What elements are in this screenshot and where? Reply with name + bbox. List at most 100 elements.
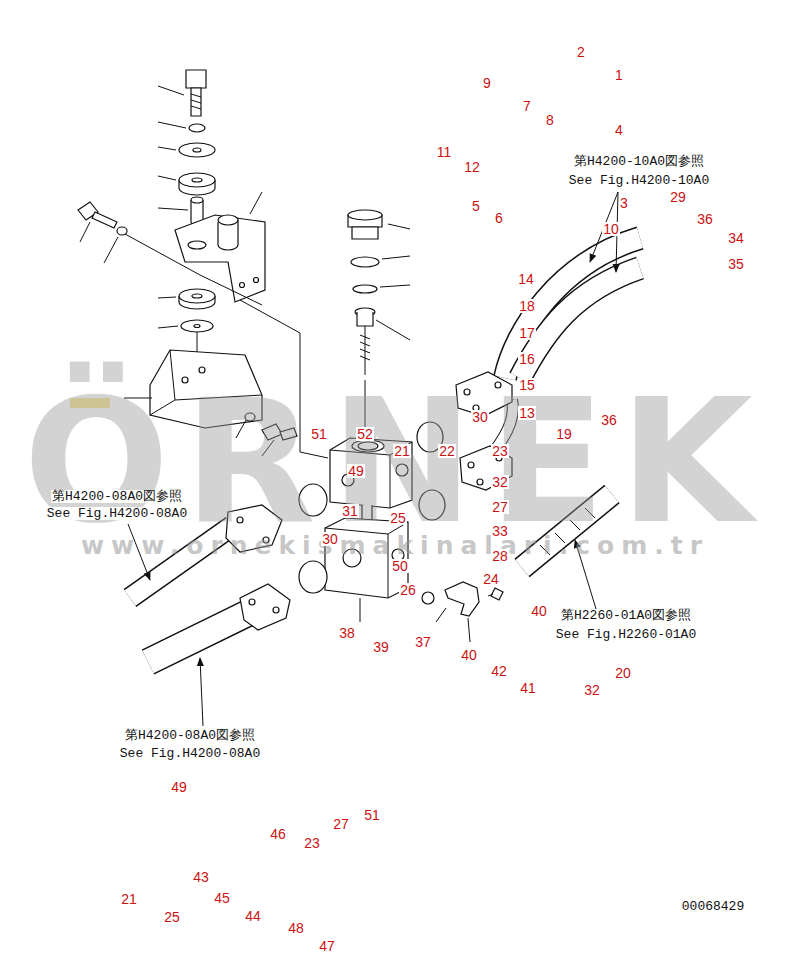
callout-number: 52 [356, 427, 374, 441]
callout-number: 13 [518, 406, 536, 420]
drawing-part [193, 148, 201, 152]
callout-number: 11 [436, 145, 453, 159]
drawing-part [191, 94, 201, 109]
drawing-part [249, 599, 255, 605]
callout-number: 27 [491, 500, 509, 514]
reference-note: 第H4200-08A0図参照 [124, 729, 256, 742]
callout-number: 40 [530, 604, 548, 618]
drawing-part [189, 124, 205, 132]
callout-number: 50 [391, 559, 409, 573]
drawing-part [191, 197, 203, 203]
drawing-part [520, 268, 640, 378]
callout-number: 22 [438, 444, 456, 458]
drawing-part [179, 143, 215, 157]
callout-number: 6 [494, 211, 504, 225]
callout-number: 33 [491, 524, 509, 538]
callout-number: 43 [192, 870, 210, 884]
callout-number: 19 [555, 427, 573, 441]
reference-note: 第H4200-08A0図参照 [51, 490, 183, 503]
callout-number: 2 [576, 45, 586, 59]
callout-number: 29 [669, 190, 687, 204]
drawing-part [254, 278, 259, 283]
drawing-part [199, 367, 205, 373]
callout-number: 21 [120, 892, 138, 906]
callout-number: 23 [491, 444, 509, 458]
drawing-part [175, 215, 265, 302]
drawing-part [125, 234, 262, 305]
drawing-part [348, 210, 382, 220]
callout-number: 10 [602, 222, 620, 236]
callout-number: 21 [393, 444, 411, 458]
callout-number: 32 [583, 683, 601, 697]
drawing-part [186, 70, 206, 88]
drawing-part [179, 289, 215, 303]
callout-number: 45 [213, 891, 231, 905]
callout-number: 16 [518, 352, 536, 366]
drawing-part [240, 584, 290, 630]
drawing-part [273, 607, 279, 613]
callout-number: 23 [303, 836, 321, 850]
callout-number: 38 [338, 626, 356, 640]
callout-number: 24 [482, 572, 500, 586]
drawing-part [192, 294, 202, 298]
callout-number: 31 [341, 504, 359, 518]
drawing-part [181, 320, 213, 332]
drawing-part [360, 326, 370, 375]
callout-number: 7 [522, 99, 532, 113]
callout-number: 1 [614, 68, 624, 82]
drawing-part [299, 561, 327, 593]
callout-number: 17 [518, 326, 536, 340]
callout-number: 35 [727, 257, 745, 271]
callout-number: 49 [170, 780, 188, 794]
drawing-part [352, 227, 378, 239]
callout-number: 30 [321, 532, 339, 546]
callout-number: 26 [399, 583, 417, 597]
callout-number: 30 [471, 410, 489, 424]
callout-number: 40 [460, 648, 478, 662]
drawing-part [376, 224, 410, 340]
reference-note: 00068429 [681, 900, 745, 913]
callout-number: 5 [471, 199, 481, 213]
drawing-part [191, 88, 201, 116]
reference-note: 第H4200-10A0図参照 [573, 155, 705, 168]
callout-number: 28 [491, 549, 509, 563]
callout-number: 25 [163, 910, 181, 924]
reference-note: See Fig.H2260-01A0 [555, 628, 697, 641]
drawing-part [445, 582, 479, 616]
callout-number: 12 [463, 160, 481, 174]
drawing-part [192, 178, 202, 182]
callout-number: 9 [482, 76, 492, 90]
callout-number: 46 [269, 827, 287, 841]
drawing-part [505, 238, 640, 378]
drawing-part [188, 241, 206, 249]
drawing-part [351, 257, 379, 267]
reference-note: See Fig.H4200-08A0 [46, 507, 188, 520]
callout-number: 37 [414, 635, 432, 649]
callout-number: 36 [600, 413, 618, 427]
callout-number: 34 [727, 231, 745, 245]
drawing-part [520, 268, 640, 378]
drawing-part [505, 238, 640, 378]
drawing-part [179, 173, 215, 187]
drawing-part [357, 312, 373, 326]
callout-number: 18 [518, 299, 536, 313]
drawing-part [200, 658, 203, 726]
callout-number: 39 [372, 640, 390, 654]
reference-note: See Fig.H4200-08A0 [119, 747, 261, 760]
drawing-part [148, 612, 250, 662]
callout-number: 44 [244, 909, 262, 923]
drawing-part [218, 215, 238, 225]
reference-note: See Fig.H4200-10A0 [568, 174, 710, 187]
drawing-part [353, 285, 377, 293]
drawing-part [360, 598, 361, 622]
drawing-part [422, 592, 434, 604]
watermark-url: www.ornekismakinalari.com.tr [81, 533, 709, 558]
callout-number: 42 [490, 664, 508, 678]
callout-number: 32 [491, 475, 509, 489]
callout-number: 49 [347, 464, 365, 478]
callout-number: 47 [318, 939, 336, 953]
callout-number: 27 [332, 817, 350, 831]
callout-number: 14 [517, 272, 535, 286]
drawing-part [436, 594, 493, 642]
